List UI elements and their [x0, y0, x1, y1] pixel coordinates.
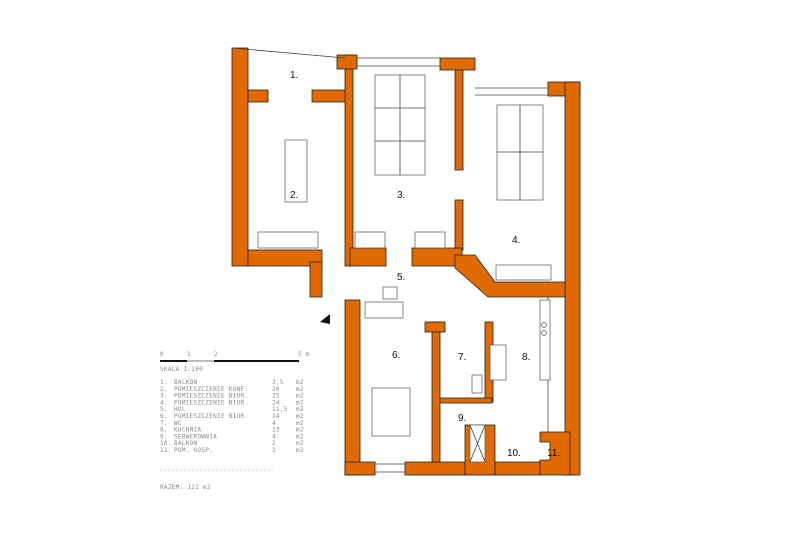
legend-name: BALKON	[174, 379, 198, 386]
legend-name: POMIESZCZENIE BIUR.	[174, 399, 248, 406]
legend-unit: m2	[296, 379, 304, 386]
room-label-5: 5.	[397, 272, 405, 283]
room-label-4: 4.	[512, 235, 520, 246]
room-label-9: 9.	[458, 413, 466, 424]
legend-area: 3,5	[272, 379, 284, 386]
legend-name: HOL	[174, 406, 186, 413]
legend-area: 4	[272, 420, 276, 427]
legend-unit: m2	[296, 420, 304, 427]
legend-name: POMIESZCZENIE BIUR.	[174, 393, 248, 400]
legend-unit: m2	[296, 413, 304, 420]
room-label-7: 7.	[458, 352, 466, 363]
legend-name: POMIESZCZENIE BIUR.	[174, 413, 248, 420]
legend-num: 5.	[160, 406, 168, 413]
legend-num: 10.	[160, 440, 172, 447]
legend-area: 1	[272, 447, 276, 454]
legend-num: 2.	[160, 386, 168, 393]
scale-tick-0: 0	[160, 351, 164, 358]
room-label-6: 6.	[392, 350, 400, 361]
scale-tick-1: 1	[187, 351, 191, 358]
legend-name: POM. GOSP.	[174, 447, 213, 454]
legend-unit: m2	[296, 427, 304, 434]
room-label-3: 3.	[397, 190, 405, 201]
legend-area: 11,5	[272, 406, 288, 413]
scale-bar: 0 1 2 5 m SKALA 1:100	[160, 351, 310, 373]
legend-num: 9.	[160, 433, 168, 440]
total-area: RAZEM: 122 m2	[160, 484, 211, 491]
scale-label: SKALA 1:100	[160, 366, 203, 373]
legend-area: 25	[272, 393, 280, 400]
legend-area: 20	[272, 386, 280, 393]
legend-num: 8.	[160, 427, 168, 434]
legend-unit: m2	[296, 447, 304, 454]
legend-name: KUCHNIA	[174, 427, 201, 434]
legend-unit: m2	[296, 406, 304, 413]
legend-area: 2	[272, 440, 276, 447]
scale-tick-2: 2	[214, 351, 218, 358]
legend-name: WC	[174, 420, 182, 427]
legend-num: 1.	[160, 379, 168, 386]
room-label-1: 1.	[290, 70, 298, 81]
legend-area: 14	[272, 413, 280, 420]
room-label-11: 11.	[547, 448, 560, 459]
legend-name: POMIESZCZENIE KONF.	[174, 386, 248, 393]
walls	[231, 47, 581, 476]
legend-num: 7.	[160, 420, 168, 427]
scale-tick-5: 5 m	[298, 351, 310, 358]
furniture	[257, 74, 552, 463]
legend-area: 24	[272, 399, 280, 406]
legend-area: 13	[272, 427, 280, 434]
legend-num: 11.	[160, 447, 172, 454]
room-label-8: 8.	[522, 352, 530, 363]
legend-unit: m2	[296, 386, 304, 393]
room-legend: 1. BALKON 3,5 m2 2. POMIESZCZENIE KONF. 20 m2 3.…	[160, 379, 304, 454]
room-label-2: 2.	[290, 190, 298, 201]
legend-num: 6.	[160, 413, 168, 420]
room-labels: 1. 2. 3. 4. 5. 6. 7. 8. 9. 10. 11.	[290, 70, 560, 459]
legend-unit: m2	[296, 399, 304, 406]
north-arrow-icon	[320, 314, 330, 324]
legend-num: 4.	[160, 399, 168, 406]
legend-unit: m2	[296, 440, 304, 447]
room-label-10: 10.	[507, 448, 521, 459]
legend-area: 4	[272, 433, 276, 440]
legend-unit: m2	[296, 393, 304, 400]
legend-name: BALKON	[174, 440, 198, 447]
legend-num: 3.	[160, 393, 168, 400]
legend-name: SERWEROWNIA	[174, 433, 217, 440]
legend-unit: m2	[296, 433, 304, 440]
